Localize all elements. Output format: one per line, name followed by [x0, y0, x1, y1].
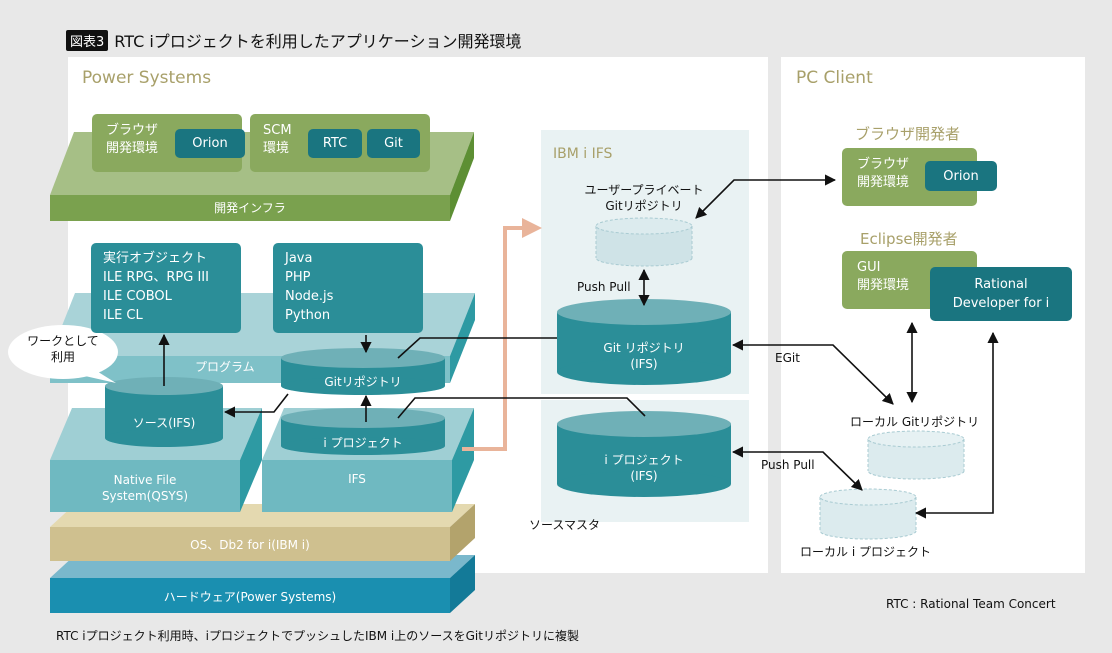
line-git-to-ifs-git — [397, 337, 557, 359]
local-git-repo-cylinder — [867, 430, 965, 480]
rdi-line1: Rational — [974, 277, 1028, 292]
ibm-i-ifs-label: IBM i IFS — [553, 146, 613, 162]
line-iproject-to-ifs-iproject — [397, 397, 646, 419]
figure-title: 図表3 RTC iプロジェクトを利用したアプリケーション開発環境 — [66, 28, 521, 52]
figure-title-text: RTC iプロジェクトを利用したアプリケーション開発環境 — [114, 32, 522, 51]
iproject-ifs-cylinder — [557, 411, 731, 497]
dev-infra-label: 開発インフラ — [214, 201, 286, 215]
iproject-ifs-line1: i プロジェクト — [604, 453, 684, 467]
push-pull-pc-label: Push Pull — [761, 458, 815, 472]
local-iproject-label: ローカル i プロジェクト — [800, 545, 931, 559]
pc-orion-tool: Orion — [925, 161, 997, 191]
local-git-repo-label: ローカル Gitリポジトリ — [850, 415, 980, 429]
native-item: ILE COBOL — [103, 289, 172, 304]
git-repo-ifs-label: Git リポジトリ (IFS) — [557, 340, 731, 372]
rtc-tool: RTC — [308, 129, 362, 158]
private-repo-line2: Gitリポジトリ — [605, 199, 683, 213]
git-repo-ifs-line1: Git リポジトリ — [603, 341, 685, 355]
scm-env-line2: 環境 — [263, 141, 290, 156]
pc-client-label: PC Client — [796, 68, 873, 88]
git-repo-label: Gitリポジトリ — [324, 375, 402, 389]
native-item: ILE CL — [103, 308, 143, 323]
native-objects-box: 実行オブジェクト ILE RPG、RPG III ILE COBOL ILE C… — [91, 243, 241, 333]
iproject-label: i プロジェクト — [323, 436, 403, 450]
eclipse-dev-title: Eclipse開発者 — [860, 230, 958, 248]
native-fs-line1: Native File — [113, 473, 177, 487]
native-item: ILE RPG、RPG III — [103, 270, 209, 285]
arrow-push-pull-pc — [731, 446, 863, 491]
speech-bubble-text: ワークとして 利用 — [15, 333, 111, 365]
figure-caption: RTC iプロジェクト利用時、iプロジェクトでプッシュしたIBM i上のソースを… — [56, 629, 579, 643]
git-repo-cylinder — [281, 348, 445, 395]
ifs-label: IFS — [348, 472, 366, 486]
arrow-private-repo-browser — [695, 174, 837, 219]
pc-browser-env-line2: 開発環境 — [857, 175, 910, 190]
iproject-ifs-line2: (IFS) — [630, 469, 658, 483]
egit-label: EGit — [775, 351, 800, 365]
oss-item: PHP — [285, 270, 311, 285]
arrow-egit — [731, 339, 894, 405]
os-layer-label: OS、Db2 for i(IBM i) — [190, 538, 310, 552]
source-ifs-cylinder — [105, 377, 223, 447]
arrow-rdi-local-iproject — [914, 331, 999, 519]
native-item: 実行オブジェクト — [103, 251, 208, 266]
figure-badge: 図表3 — [66, 29, 109, 51]
local-iproject-cylinder — [819, 488, 917, 540]
native-fs-line2: System(QSYS) — [101, 489, 189, 503]
speech-line2: 利用 — [50, 350, 75, 364]
git-repo-ifs-line2: (IFS) — [630, 357, 658, 371]
iproject-cylinder — [281, 408, 445, 455]
rdi-tool: Rational Developer for i — [930, 267, 1072, 321]
speech-line1: ワークとして — [27, 334, 99, 348]
power-systems-label: Power Systems — [82, 68, 212, 88]
gui-env-line2: 開発環境 — [857, 278, 910, 293]
oss-item: Python — [285, 308, 331, 323]
orion-tool: Orion — [175, 129, 245, 158]
oss-item: Java — [285, 251, 313, 266]
legend-note: RTC : Rational Team Concert — [886, 597, 1056, 611]
gui-env-line1: GUI — [857, 260, 881, 275]
native-fs-label: Native File System(QSYS) — [50, 472, 240, 504]
private-repo-label: ユーザープライベート Gitリポジトリ — [580, 182, 708, 214]
private-repo-cylinder — [595, 217, 693, 267]
iproject-ifs-label: i プロジェクト (IFS) — [557, 452, 731, 484]
scm-env-line1: SCM — [263, 123, 292, 138]
source-ifs-label: ソース(IFS) — [132, 416, 196, 430]
git-repo-ifs-cylinder — [557, 299, 731, 385]
oss-languages-box: Java PHP Node.js Python — [273, 243, 423, 333]
oss-item: Node.js — [285, 289, 334, 304]
speech-bubble — [8, 325, 118, 383]
pc-browser-env-line1: ブラウザ — [857, 157, 910, 172]
hardware-layer-label: ハードウェア(Power Systems) — [163, 590, 337, 604]
browser-env-line2: 開発環境 — [106, 141, 159, 156]
arrow-git-to-source — [223, 393, 289, 418]
source-master-label: ソースマスタ — [529, 518, 601, 532]
rdi-line2: Developer for i — [952, 296, 1050, 311]
private-repo-line1: ユーザープライベート — [584, 183, 704, 197]
browser-dev-title: ブラウザ開発者 — [855, 125, 961, 143]
git-tool: Git — [367, 129, 420, 158]
push-pull-ifs-label: Push Pull — [577, 280, 631, 294]
program-layer-label: プログラム — [195, 360, 255, 374]
browser-env-line1: ブラウザ — [106, 123, 159, 138]
